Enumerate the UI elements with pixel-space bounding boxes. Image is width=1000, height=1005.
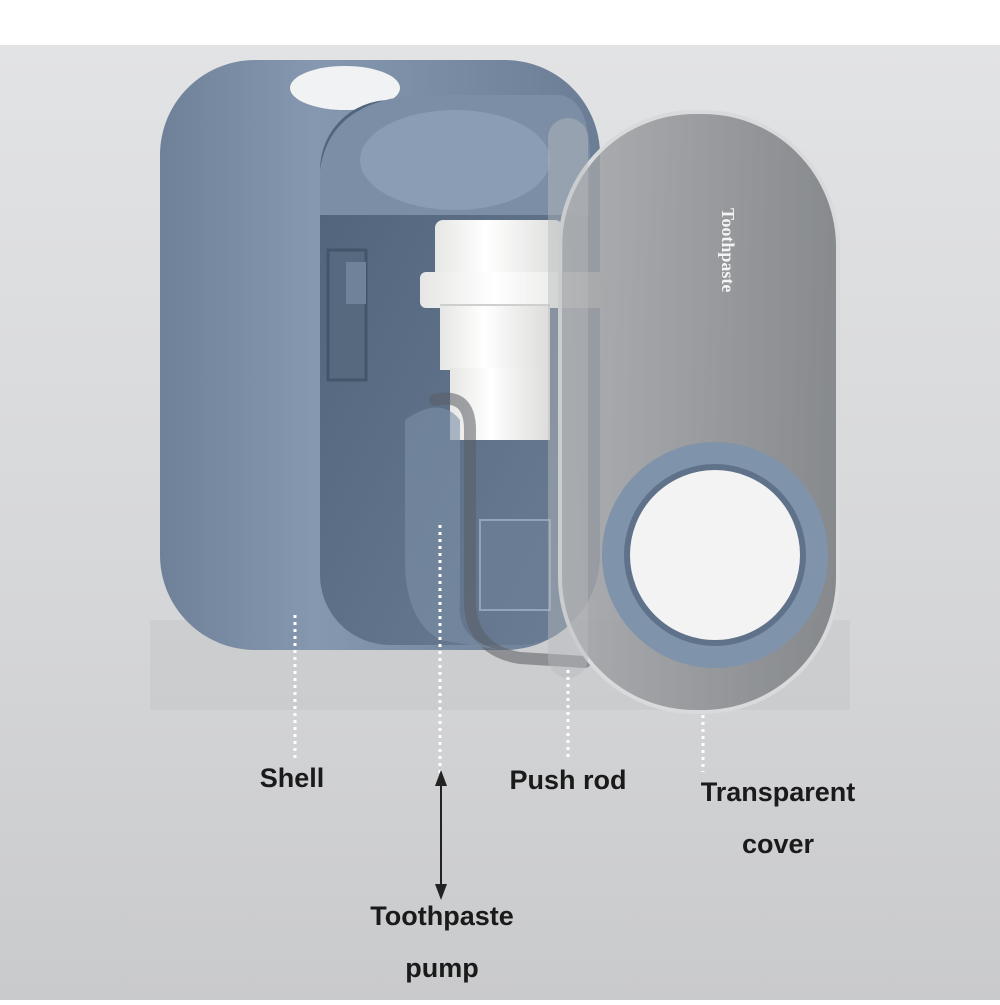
label-push-rod: Push rod	[478, 754, 658, 806]
label-cover-line1: Transparent	[700, 777, 856, 807]
label-pump-line2: pump	[405, 953, 479, 983]
transparent-cover-rim	[548, 118, 588, 678]
label-toothpaste-pump: Toothpaste pump	[332, 890, 552, 994]
cover-print-text: Toothpaste	[718, 208, 738, 292]
shell-top-slot	[290, 66, 400, 110]
pump-body-upper	[440, 305, 550, 370]
label-shell: Shell	[232, 752, 352, 804]
label-pump-line1: Toothpaste	[370, 901, 514, 931]
label-transparent-cover: Transparent cover	[668, 766, 888, 870]
pump-arrow-up-head	[435, 770, 447, 786]
push-rod-face	[405, 407, 500, 650]
label-cover-line2: cover	[741, 829, 815, 859]
push-rod	[429, 392, 591, 668]
pump-cap	[435, 220, 563, 280]
shell-bracket-plate	[346, 262, 366, 304]
cover-ring-shadow	[624, 464, 806, 646]
label-shell-text: Shell	[259, 763, 325, 793]
push-rod-mechanism	[479, 519, 551, 611]
shell-inner-dome	[360, 110, 550, 210]
pump-arrow-down-head	[435, 884, 447, 900]
label-push-rod-text: Push rod	[509, 765, 627, 795]
cover-ring-inner	[627, 467, 803, 643]
